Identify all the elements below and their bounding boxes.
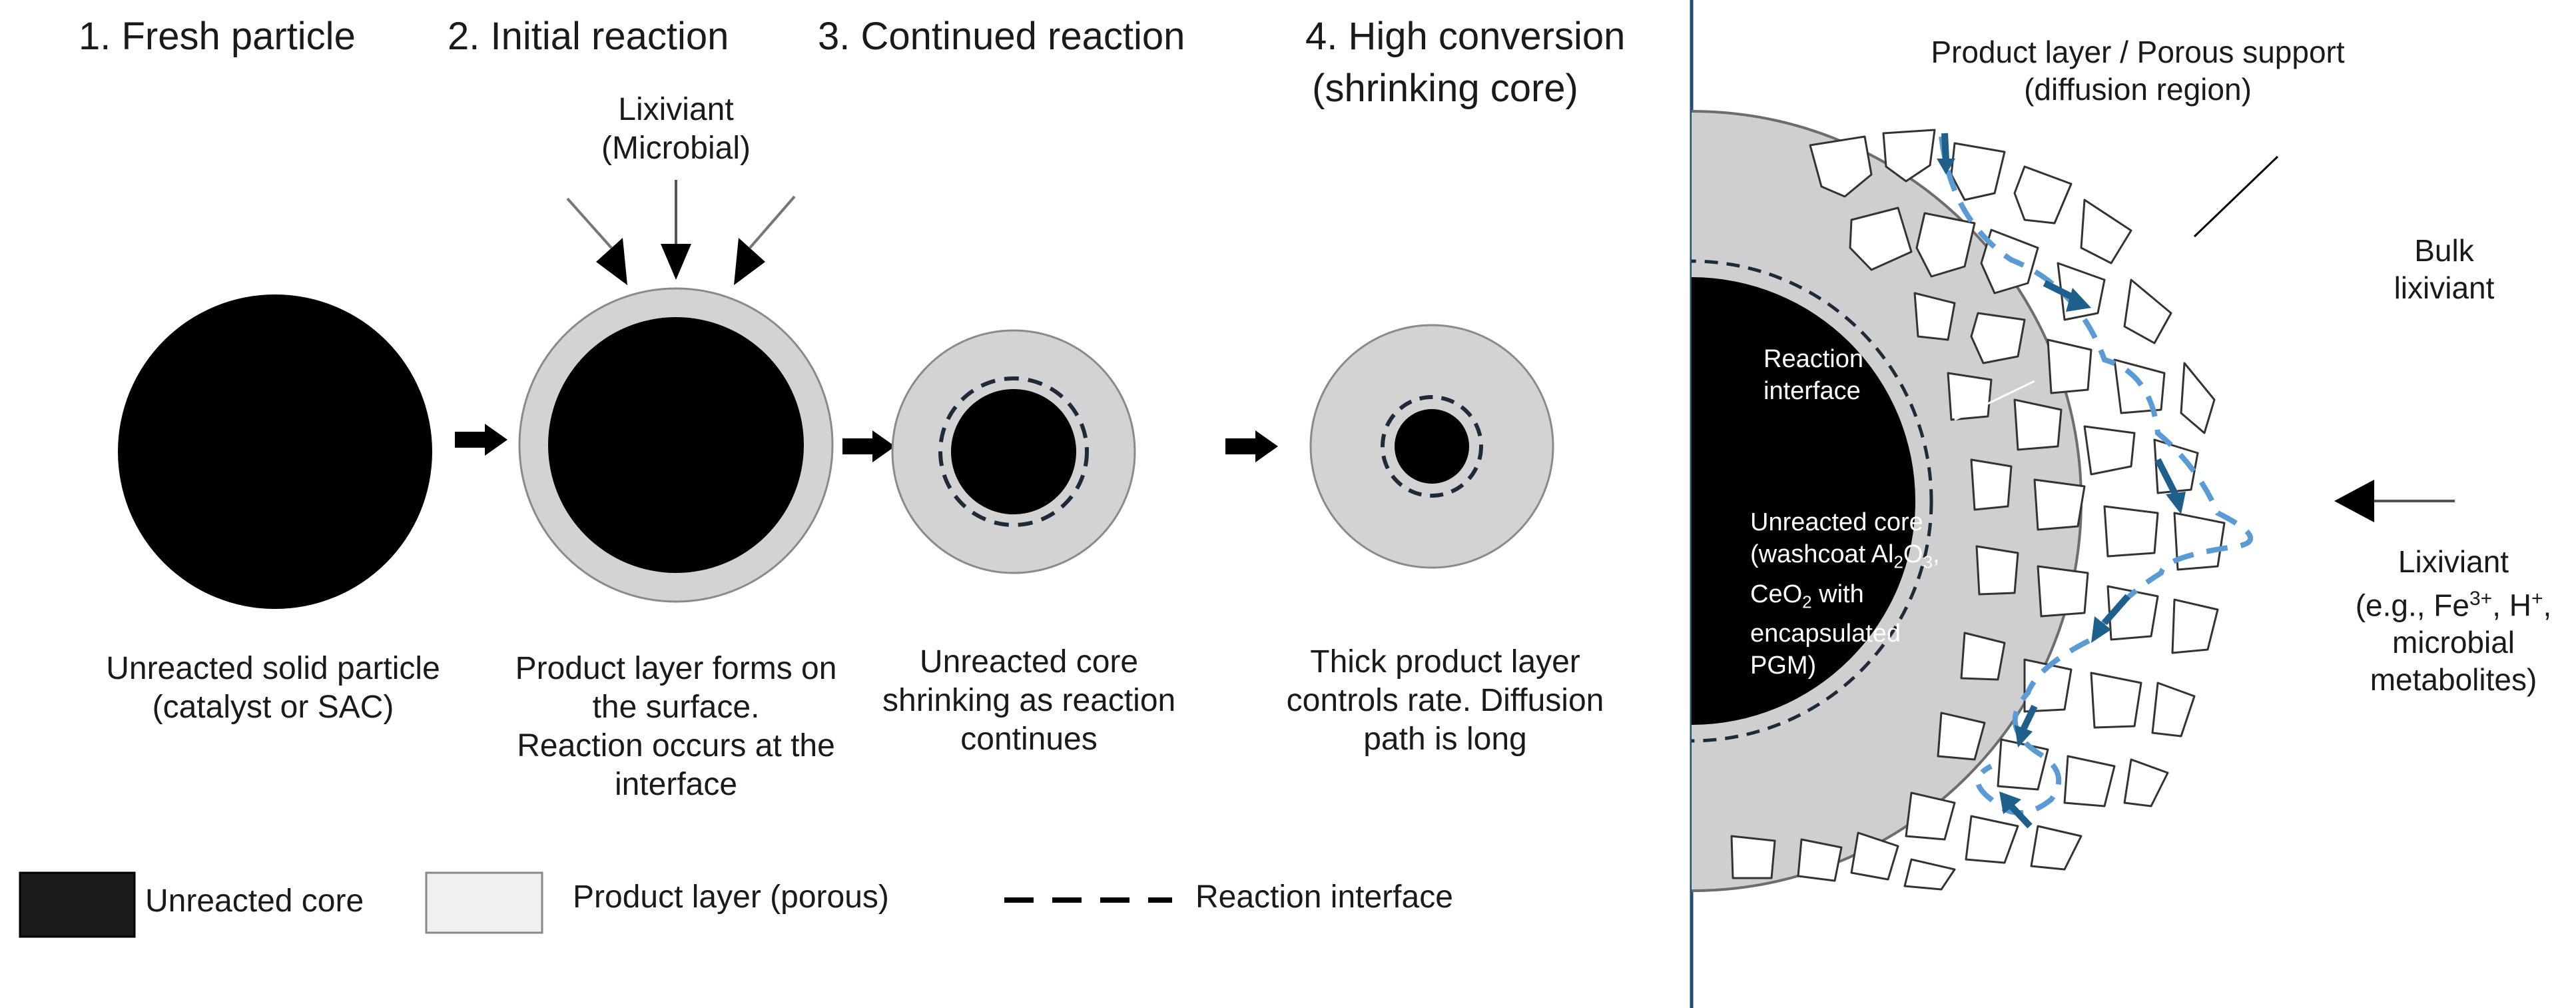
reaction-interface-label: Reaction interface	[1764, 343, 1863, 407]
continued-reaction-particle	[891, 329, 1136, 574]
step-4-caption: Thick product layer controls rate. Diffu…	[1272, 643, 1618, 759]
zoom-core-sub-3: 2	[1802, 592, 1812, 612]
zoom-core-label: Unreacted core (washcoat Al2O3, CeO2 wit…	[1750, 506, 1940, 682]
zoom-core-line3-b: with	[1811, 580, 1864, 608]
step-4-title-line2: (shrinking core)	[1312, 67, 1578, 110]
step-2-caption-line4: interface	[614, 767, 738, 802]
zoom-core-line3: CeO2 with	[1750, 578, 1940, 618]
step-3-caption-line1: Unreacted core	[919, 644, 1139, 680]
zoom-core-sub-2: 3	[1923, 552, 1933, 572]
step-4-caption-line2: controls rate. Diffusion	[1286, 683, 1604, 718]
legend-product-swatch	[425, 871, 543, 934]
legend-core-label: Unreacted core	[145, 883, 364, 919]
lixiviant-right-line2-a: (e.g., Fe	[2355, 588, 2469, 623]
lixiviant-top-line2: (Microbial)	[601, 131, 751, 166]
lixiviant-right-line4: metabolites)	[2370, 662, 2537, 698]
zoom-core-line5: PGM)	[1750, 652, 1817, 680]
unreacted-core-small	[1395, 409, 1469, 484]
step-3-title: 3. Continued reaction	[818, 15, 1185, 58]
reaction-interface-dashed-small	[1381, 395, 1483, 498]
zoom-core-line2: (washcoat Al2O3,	[1750, 538, 1940, 578]
bulk-lixiviant-label: Bulk lixiviant	[2358, 232, 2531, 306]
lixiviant-right-line2-c: ,	[2543, 588, 2552, 623]
step-4-caption-line3: path is long	[1363, 722, 1527, 757]
zoom-core-sub-1: 2	[1893, 552, 1903, 572]
step-2-caption-line1: Product layer forms on	[515, 651, 837, 686]
step-arrow-3	[1225, 430, 1278, 462]
legend-product-label: Product layer (porous)	[573, 879, 889, 915]
product-layer-label: Product layer / Porous support (diffusio…	[1865, 33, 2411, 108]
legend-core-swatch	[19, 871, 136, 938]
zoom-core-line2-b: O	[1903, 540, 1923, 568]
step-1-title: 1. Fresh particle	[79, 15, 356, 58]
zoom-core-line2-c: ,	[1932, 540, 1940, 568]
reaction-interface-line1: Reaction	[1764, 345, 1863, 373]
step-4-caption-line1: Thick product layer	[1310, 644, 1580, 680]
unreacted-core-medium	[951, 389, 1076, 514]
zoom-core-line2-a: (washcoat Al	[1750, 540, 1894, 568]
bulk-lixiviant-line1: Bulk	[2414, 233, 2474, 268]
interface-pointer	[1954, 380, 2035, 421]
step-2-caption-line3: Reaction occurs at the	[517, 728, 835, 763]
lixiviant-inflow-arrow	[2334, 480, 2455, 522]
step-1-caption-line1: Unreacted solid particle	[106, 651, 440, 686]
zoom-core-line4: encapsulated	[1750, 620, 1901, 648]
zoom-unreacted-core	[1692, 277, 1915, 725]
zoom-core-line3-a: CeO	[1750, 580, 1803, 608]
lixiviant-sup-1: 3+	[2469, 588, 2493, 610]
lixiviant-right-label: Lixiviant (e.g., Fe3+, H+, microbial met…	[2331, 543, 2576, 698]
high-conversion-particle	[1309, 324, 1554, 569]
step-2-caption: Product layer forms on the surface. Reac…	[483, 650, 869, 804]
bulk-lixiviant-line2: lixiviant	[2394, 270, 2495, 305]
step-2-title: 2. Initial reaction	[448, 15, 729, 58]
step-1-caption: Unreacted solid particle (catalyst or SA…	[40, 650, 506, 727]
step-3-caption: Unreacted core shrinking as reaction con…	[882, 643, 1175, 759]
lixiviant-sup-2: +	[2531, 588, 2543, 610]
lixiviant-right-line2: (e.g., Fe3+, H+,	[2331, 580, 2576, 624]
lixiviant-top-line1: Lixiviant	[618, 92, 734, 127]
product-layer-line2: (diffusion region)	[2024, 72, 2252, 107]
step-4-title-line1: 4. High conversion	[1305, 15, 1626, 58]
unreacted-core-large	[548, 317, 804, 573]
lixiviant-arrows	[566, 180, 796, 285]
zoom-reaction-interface	[1692, 259, 1933, 743]
lixiviant-right-line1: Lixiviant	[2398, 544, 2509, 579]
lixiviant-right-line2-b: , H	[2492, 588, 2531, 623]
step-3-caption-line3: continues	[960, 722, 1098, 757]
reaction-interface-dashed	[938, 376, 1089, 527]
legend-interface-label: Reaction interface	[1195, 879, 1453, 915]
lixiviant-right-line3: microbial	[2392, 625, 2515, 660]
step-4-title: 4. High conversion (shrinking core)	[1305, 11, 1626, 115]
product-layer-pointer	[2193, 155, 2279, 238]
step-1-caption-line2: (catalyst or SAC)	[152, 690, 394, 725]
step-3-caption-line2: shrinking as reaction	[882, 683, 1176, 718]
zoom-particle	[1692, 110, 2279, 892]
initial-reaction-particle	[518, 287, 834, 603]
fresh-particle-core	[118, 294, 432, 609]
diffusion-arrows	[1937, 133, 2186, 829]
step-arrow-2	[842, 430, 895, 462]
step-arrow-1	[455, 424, 507, 456]
product-layer-line1: Product layer / Porous support	[1931, 35, 2345, 69]
zoom-core-line1: Unreacted core	[1750, 508, 1923, 536]
lixiviant-top-label: Lixiviant (Microbial)	[586, 91, 766, 168]
reaction-interface-line2: interface	[1764, 377, 1861, 405]
diffusion-path	[1939, 136, 2254, 815]
step-2-caption-line2: the surface.	[592, 690, 760, 725]
